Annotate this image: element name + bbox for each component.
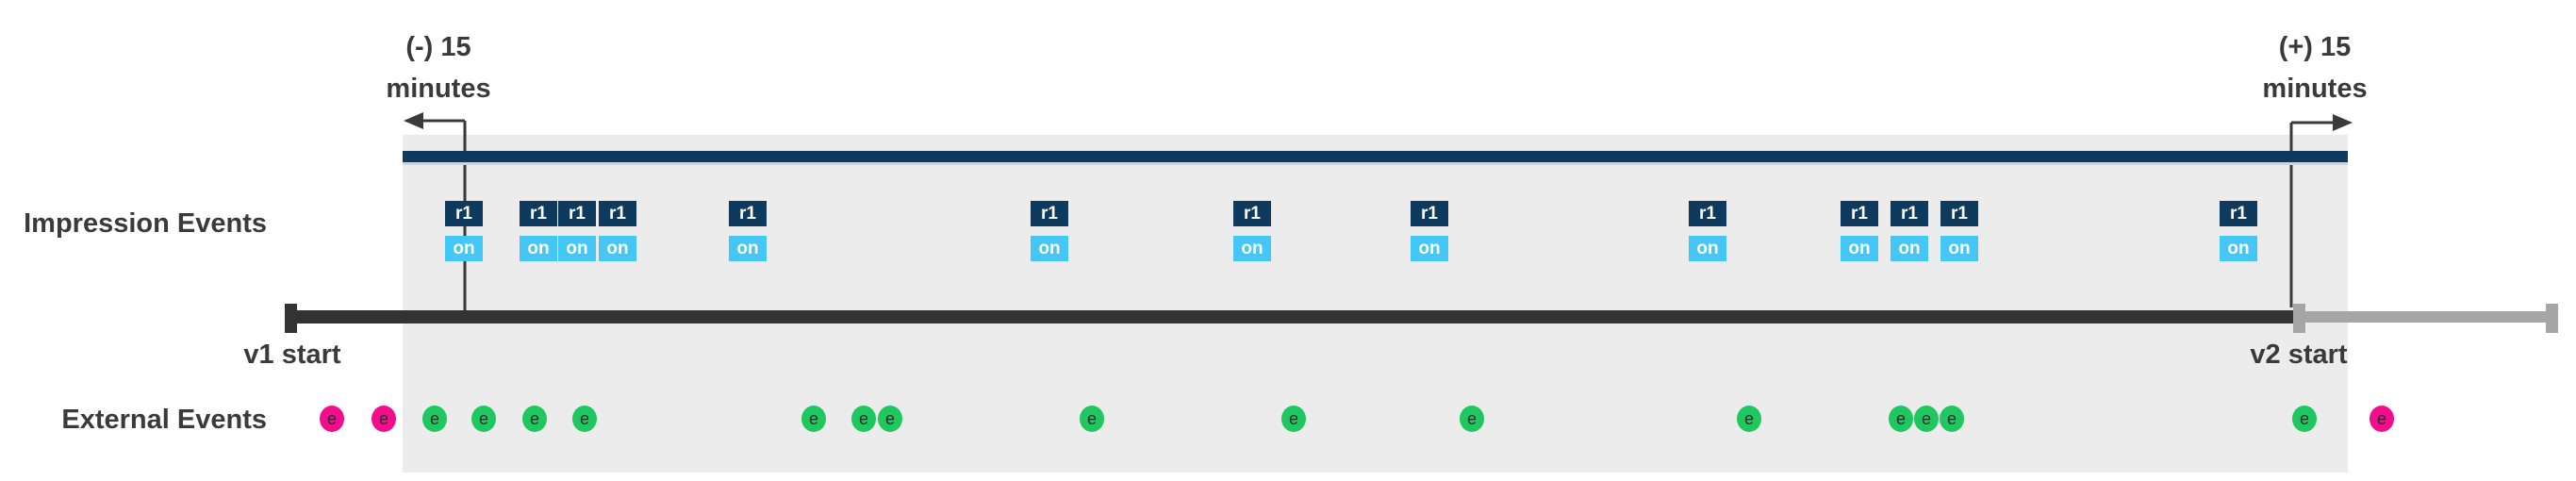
plus-15-line2: minutes xyxy=(2262,74,2368,104)
impression-r1-box: r1 xyxy=(599,201,636,226)
impression-event: r1 on xyxy=(445,201,483,261)
external-event-dot-green: e xyxy=(1940,406,1964,432)
external-event-dot-green: e xyxy=(801,406,826,432)
impression-event: r1 on xyxy=(1031,201,1068,261)
plus-15-line1: (+) 15 xyxy=(2278,32,2352,62)
impression-event: r1 on xyxy=(520,201,557,261)
plus-15-annotation: (+) 15 minutes xyxy=(2202,26,2428,109)
impression-events-label: Impression Events xyxy=(24,208,267,239)
external-event-dot-green: e xyxy=(1460,406,1484,432)
impression-event: r1 on xyxy=(1891,201,1928,261)
external-event-dot-green: e xyxy=(1080,406,1104,432)
impression-on-tag: on xyxy=(2220,236,2257,261)
external-event-dot-magenta: e xyxy=(2370,406,2394,432)
impression-on-tag: on xyxy=(558,236,596,261)
impression-event: r1 on xyxy=(1233,201,1271,261)
impression-r1-box: r1 xyxy=(445,201,483,226)
impression-r1-box: r1 xyxy=(1891,201,1928,226)
external-event-dot-green: e xyxy=(471,406,496,432)
v1-timeline-bar xyxy=(285,310,2293,323)
external-event-dot-green: e xyxy=(2292,406,2317,432)
external-event-dot-green: e xyxy=(1737,406,1761,432)
external-events-label: External Events xyxy=(61,405,267,435)
external-event-dot-green: e xyxy=(422,406,447,432)
impression-event: r1 on xyxy=(1841,201,1878,261)
impression-on-tag: on xyxy=(599,236,636,261)
external-event-dot-green: e xyxy=(1889,406,1913,432)
impression-r1-box: r1 xyxy=(729,201,767,226)
impression-r1-box: r1 xyxy=(1689,201,1726,226)
impression-on-tag: on xyxy=(1689,236,1726,261)
minus-15-annotation: (-) 15 minutes xyxy=(325,26,552,109)
impression-on-tag: on xyxy=(729,236,767,261)
v2-timeline-bar xyxy=(2299,311,2551,323)
minus-15-line2: minutes xyxy=(386,74,491,104)
impression-event: r1 on xyxy=(1689,201,1726,261)
impression-event: r1 on xyxy=(558,201,596,261)
v2-start-label: v2 start xyxy=(2250,340,2348,370)
campaign-bar xyxy=(403,151,2348,165)
external-event-dot-green: e xyxy=(1281,406,1306,432)
impression-event: r1 on xyxy=(1411,201,1448,261)
v1-start-label: v1 start xyxy=(243,340,341,370)
impression-event: r1 on xyxy=(1940,201,1978,261)
plus-15-arrowhead xyxy=(2333,114,2353,131)
external-event-dot-green: e xyxy=(1914,406,1939,432)
impression-r1-box: r1 xyxy=(1031,201,1068,226)
impression-on-tag: on xyxy=(1940,236,1978,261)
impression-on-tag: on xyxy=(1233,236,1271,261)
impression-on-tag: on xyxy=(1841,236,1878,261)
impression-r1-box: r1 xyxy=(520,201,557,226)
impression-event: r1 on xyxy=(729,201,767,261)
impression-r1-box: r1 xyxy=(1233,201,1271,226)
external-event-dot-green: e xyxy=(522,406,547,432)
impression-on-tag: on xyxy=(1891,236,1928,261)
external-event-dot-green: e xyxy=(572,406,597,432)
external-event-dot-green: e xyxy=(851,406,876,432)
impression-on-tag: on xyxy=(445,236,483,261)
external-event-dot-magenta: e xyxy=(320,406,344,432)
impression-r1-box: r1 xyxy=(1411,201,1448,226)
v2-end-cap xyxy=(2546,304,2558,333)
external-event-dot-magenta: e xyxy=(372,406,396,432)
impression-on-tag: on xyxy=(520,236,557,261)
impression-on-tag: on xyxy=(1411,236,1448,261)
impression-event: r1 on xyxy=(599,201,636,261)
external-event-dot-green: e xyxy=(878,406,902,432)
impression-r1-box: r1 xyxy=(1940,201,1978,226)
analysis-window-panel xyxy=(403,135,2348,473)
minus-15-line1: (-) 15 xyxy=(405,32,471,62)
impression-on-tag: on xyxy=(1031,236,1068,261)
impression-r1-box: r1 xyxy=(1841,201,1878,226)
impression-event: r1 on xyxy=(2220,201,2257,261)
impression-r1-box: r1 xyxy=(2220,201,2257,226)
minus-15-arrowhead xyxy=(404,112,423,129)
impression-r1-box: r1 xyxy=(558,201,596,226)
